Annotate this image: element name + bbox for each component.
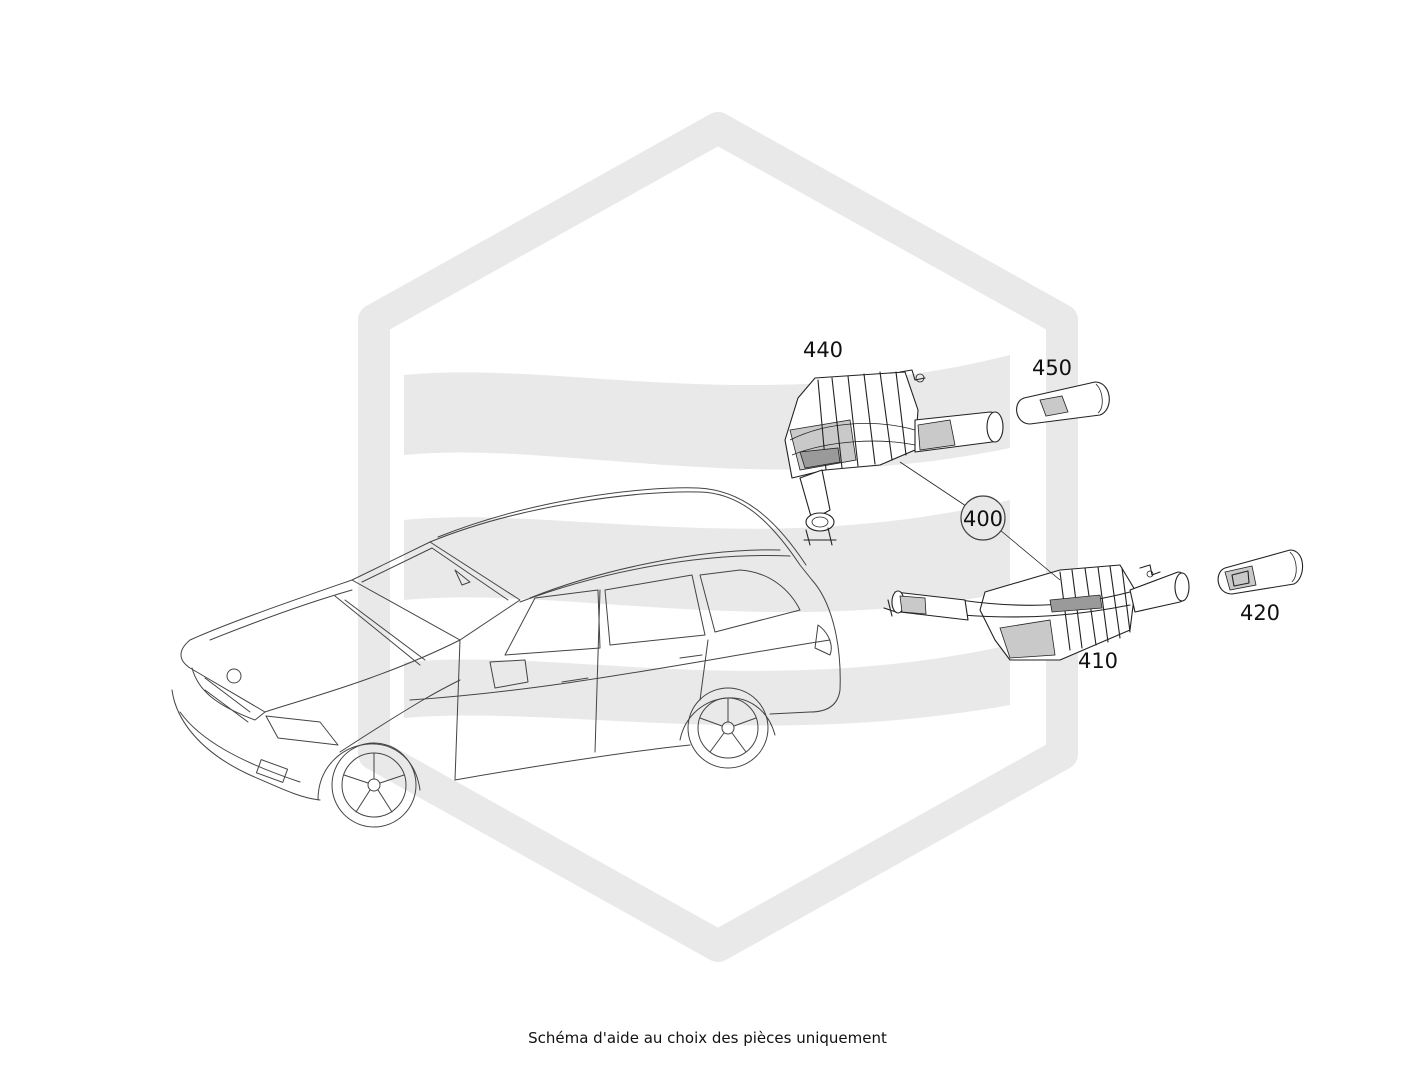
diagram-caption: Schéma d'aide au choix des pièces unique…	[528, 1029, 887, 1047]
callout-420-label: 420	[1240, 601, 1280, 625]
part-420-tailpipe-trim	[1217, 549, 1304, 595]
callout-450-label: 450	[1032, 356, 1072, 380]
watermark-logo	[358, 112, 1078, 962]
part-440-silencer	[784, 369, 1004, 546]
part-450-tailpipe-trim	[1016, 381, 1110, 425]
leader-line-440	[899, 461, 967, 507]
callout-440-label: 440	[803, 338, 843, 362]
callout-400-circle	[960, 495, 1006, 541]
leader-lines	[899, 461, 1061, 581]
part-410-silencer	[883, 564, 1190, 661]
callout-400-label: 400	[963, 507, 1003, 531]
car-illustration	[171, 487, 841, 828]
leader-line-410	[999, 529, 1061, 581]
callout-410-label: 410	[1078, 649, 1118, 673]
